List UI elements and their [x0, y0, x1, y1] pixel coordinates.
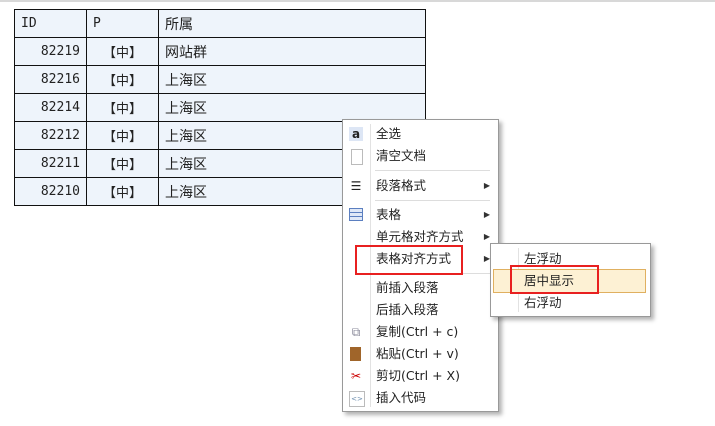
cell-id[interactable]: 82214 [14, 93, 87, 122]
cell-id[interactable]: 82211 [14, 149, 87, 178]
header-p[interactable]: P [86, 9, 159, 38]
cell-p[interactable]: 【中】 [86, 65, 159, 94]
cell-id[interactable]: 82210 [14, 177, 87, 206]
submenu-arrow-icon: ▶ [483, 254, 490, 263]
table-row: 82219【中】网站群 [14, 37, 426, 66]
menu-item-table[interactable]: 表格▶ [343, 204, 498, 226]
cell-id[interactable]: 82219 [14, 37, 87, 66]
cell-p[interactable]: 【中】 [86, 121, 159, 150]
table-row: 82216【中】上海区 [14, 65, 426, 94]
header-belong[interactable]: 所属 [158, 9, 426, 38]
menu-item-table-alignment[interactable]: 表格对齐方式▶ [343, 248, 498, 270]
submenu-arrow-icon: ▶ [483, 232, 490, 241]
menu-divider [370, 124, 371, 407]
blank-document-icon [351, 149, 363, 165]
header-id[interactable]: ID [14, 9, 87, 38]
table-alignment-submenu: 左浮动 居中显示 右浮动 [490, 243, 651, 317]
menu-item-insert-paragraph-before[interactable]: 前插入段落 [376, 280, 439, 295]
code-icon: <> [349, 391, 365, 407]
cell-p[interactable]: 【中】 [86, 149, 159, 178]
submenu-arrow-icon: ▶ [483, 181, 490, 190]
menu-item-paste[interactable]: 粘贴(Ctrl + v) [343, 343, 498, 365]
menu-item-copy[interactable]: ⧉复制(Ctrl + c) [343, 321, 498, 343]
submenu-item-center[interactable]: 居中显示 [493, 269, 646, 293]
top-border [0, 0, 715, 2]
submenu-item-float-left[interactable]: 左浮动 [524, 251, 562, 266]
table-icon [349, 208, 363, 221]
cell-belong[interactable]: 网站群 [158, 37, 426, 66]
table-row: 82214【中】上海区 [14, 93, 426, 122]
paragraph-icon: ☰ [350, 179, 362, 193]
paste-icon [350, 347, 361, 361]
menu-item-insert-paragraph-after[interactable]: 后插入段落 [376, 302, 439, 317]
copy-icon: ⧉ [351, 325, 361, 339]
submenu-arrow-icon: ▶ [483, 210, 490, 219]
cell-p[interactable]: 【中】 [86, 177, 159, 206]
cell-p[interactable]: 【中】 [86, 37, 159, 66]
cell-id[interactable]: 82216 [14, 65, 87, 94]
cell-p[interactable]: 【中】 [86, 93, 159, 122]
cell-belong[interactable]: 上海区 [158, 65, 426, 94]
cell-id[interactable]: 82212 [14, 121, 87, 150]
menu-item-cut[interactable]: ✂剪切(Ctrl + X) [350, 368, 460, 383]
menu-separator [375, 200, 490, 201]
submenu-item-float-right[interactable]: 右浮动 [524, 295, 562, 310]
select-all-icon: a [349, 127, 363, 141]
annotation-box [510, 265, 599, 294]
menu-item-paragraph-format[interactable]: ☰段落格式▶ [343, 175, 498, 197]
table-header-row: ID P 所属 [14, 9, 426, 38]
menu-item-insert-code[interactable]: <>插入代码 [343, 387, 498, 409]
cell-belong[interactable]: 上海区 [158, 93, 426, 122]
scissors-icon: ✂ [350, 369, 362, 383]
menu-item-cell-alignment[interactable]: 单元格对齐方式▶ [343, 226, 498, 248]
menu-item-clear-document[interactable]: 清空文档 [343, 145, 498, 167]
menu-separator [375, 170, 490, 171]
annotation-box [355, 245, 463, 275]
